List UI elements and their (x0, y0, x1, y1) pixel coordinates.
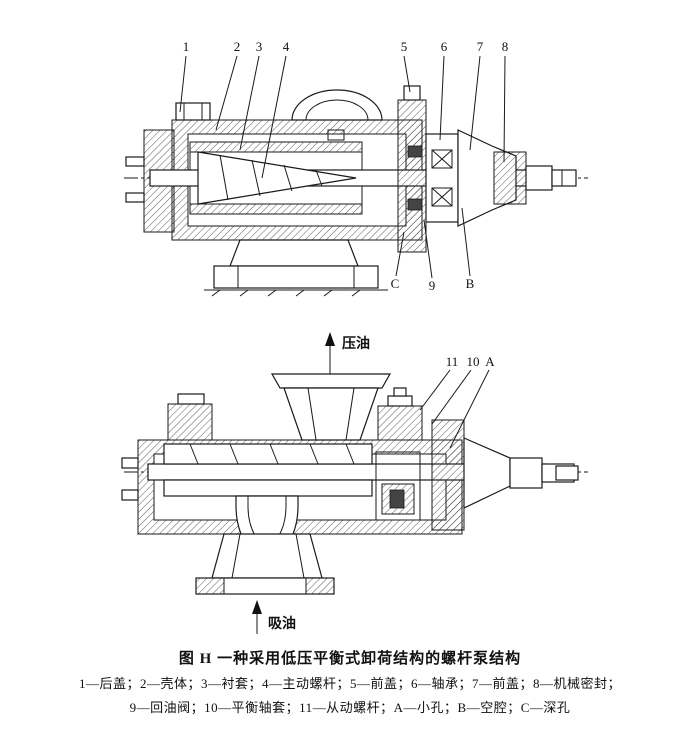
callout-1: 1 (183, 39, 190, 54)
callout-3: 3 (256, 39, 263, 54)
top-callouts: 1 2 3 4 5 6 7 8 (179, 39, 509, 179)
callout-a: A (485, 354, 495, 369)
figure-caption: 图 H 一种采用低压平衡式卸荷结构的螺杆泵结构 1—后盖；2—壳体；3—衬套；4… (0, 646, 700, 720)
discharge-port (270, 373, 392, 441)
figure-legend-line2: 9—回油阀；10—平衡轴套；11—从动螺杆；A—小孔；B—空腔；C—深孔 (129, 700, 571, 715)
pump-foot (204, 239, 388, 297)
seal-housing (457, 129, 577, 227)
pressure-oil-label: 压油 (342, 335, 370, 352)
callout-b: B (466, 276, 475, 291)
pressure-oil-annotation: 压油 (325, 332, 370, 374)
callout-10: 10 (467, 354, 480, 369)
bottom-section-view: 11 10 A 压油 吸油 (121, 332, 588, 634)
suction-oil-annotation: 吸油 (252, 600, 296, 634)
top-section-view: 1 2 3 4 5 6 7 8 C 9 B (124, 39, 588, 297)
callout-6: 6 (441, 39, 448, 54)
callout-c: C (391, 276, 400, 291)
left-bearing-boss (167, 393, 213, 441)
figure-legend-line1: 1—后盖；2—壳体；3—衬套；4—主动螺杆；5—前盖；6—轴承；7—前盖；8—机… (78, 676, 621, 691)
suction-arrow-icon (252, 600, 262, 614)
valve-boss (377, 387, 423, 441)
callout-11: 11 (446, 354, 459, 369)
driving-screw (197, 151, 357, 205)
callout-8: 8 (502, 39, 509, 54)
pump-diagram: 1 2 3 4 5 6 7 8 C 9 B (121, 39, 588, 634)
pressure-arrow-icon (325, 332, 335, 346)
casing-dome (291, 89, 383, 141)
suction-port (195, 533, 335, 595)
front-cover-flange (397, 85, 427, 253)
callout-2: 2 (234, 39, 241, 54)
mid-callouts: 11 10 A (419, 354, 495, 449)
callout-5: 5 (401, 39, 408, 54)
callout-9: 9 (429, 278, 436, 293)
right-shaft-assembly (431, 419, 579, 531)
callout-7: 7 (477, 39, 484, 54)
bearing-block (425, 133, 459, 223)
callout-4: 4 (283, 39, 290, 54)
bottom-callouts: C 9 B (391, 207, 475, 293)
suction-oil-label: 吸油 (268, 615, 296, 632)
figure-title: 图 H 一种采用低压平衡式卸荷结构的螺杆泵结构 (178, 651, 522, 667)
